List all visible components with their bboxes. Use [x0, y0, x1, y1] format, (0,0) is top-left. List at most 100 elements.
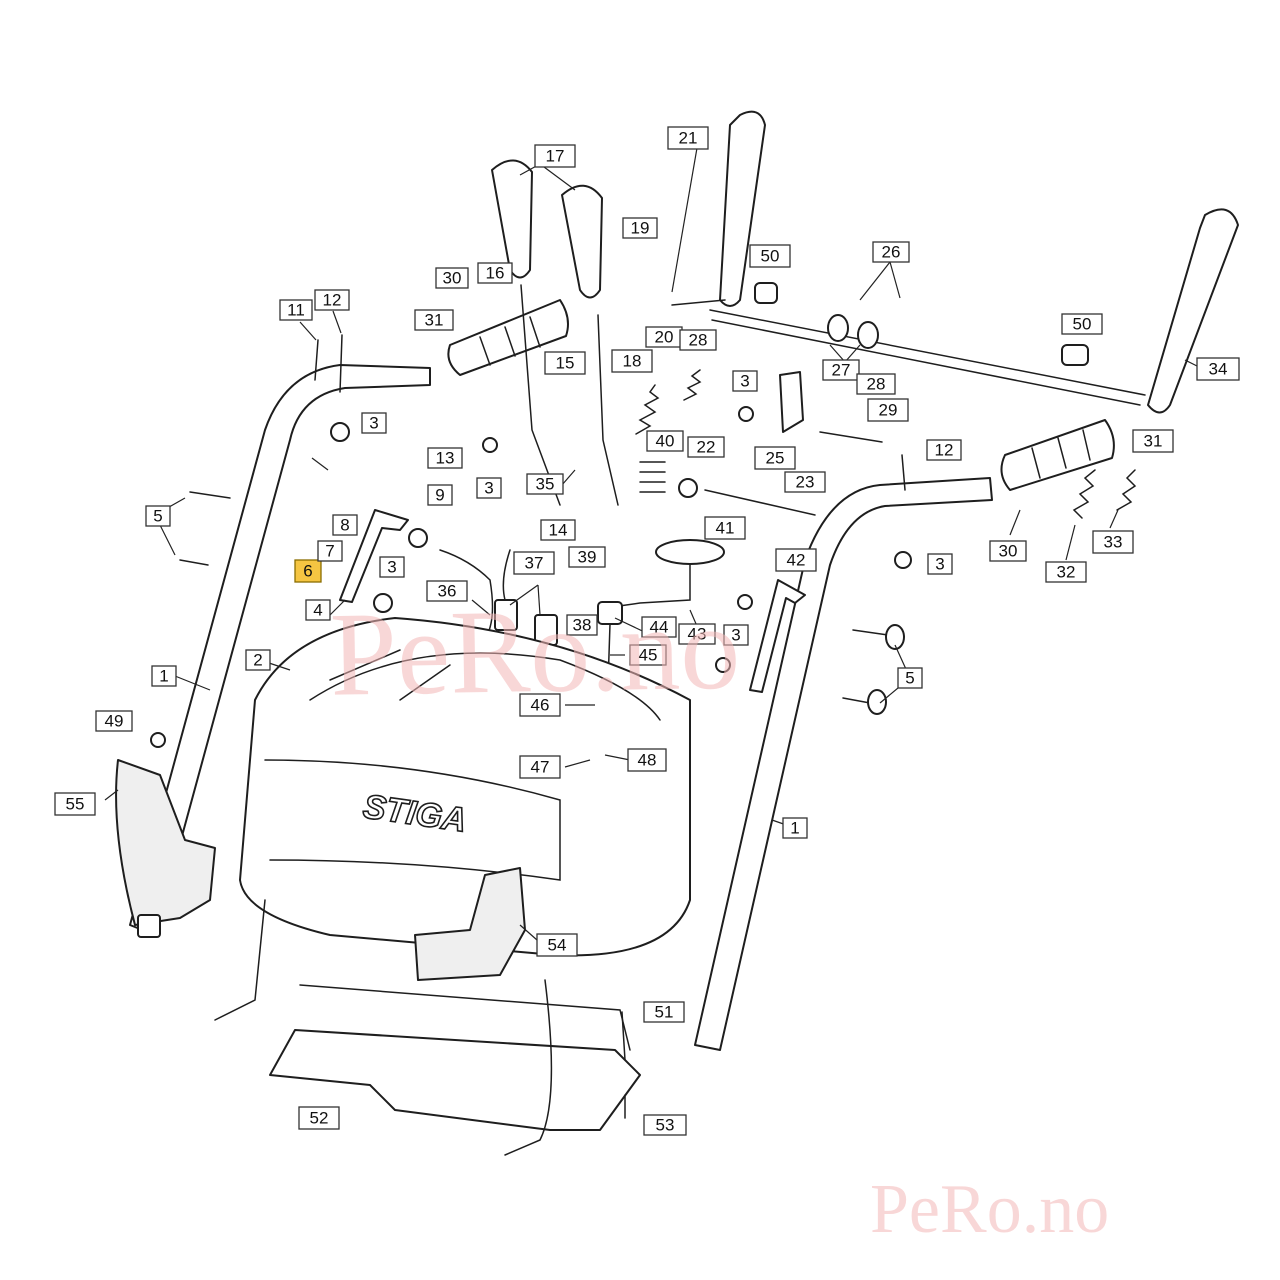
callout-54[interactable]: 54: [536, 933, 578, 957]
callout-3-b[interactable]: 3: [476, 477, 502, 499]
callout-52[interactable]: 52: [298, 1106, 340, 1130]
svg-text:39: 39: [578, 548, 597, 567]
callout-33[interactable]: 33: [1092, 530, 1134, 554]
callout-8[interactable]: 8: [332, 514, 358, 536]
callout-3-f[interactable]: 3: [723, 624, 749, 646]
callout-53[interactable]: 53: [643, 1114, 687, 1136]
svg-text:30: 30: [443, 269, 462, 288]
cable-lower: [214, 899, 553, 1156]
callout-37[interactable]: 37: [513, 551, 555, 575]
callout-40[interactable]: 40: [646, 430, 684, 452]
callout-51[interactable]: 51: [643, 1001, 685, 1023]
callout-32[interactable]: 32: [1045, 561, 1087, 583]
callout-55[interactable]: 55: [54, 792, 96, 816]
callout-49[interactable]: 49: [95, 710, 133, 732]
callout-1-right[interactable]: 1: [782, 817, 808, 839]
spring-40: [639, 461, 666, 493]
callout-28-b[interactable]: 28: [856, 373, 896, 395]
bracket-42: [749, 579, 806, 693]
callout-1-left[interactable]: 1: [151, 665, 177, 687]
svg-text:6: 6: [303, 562, 312, 581]
callout-labels: 1 1 2 3 3 3 3 3 3 4 5 5 6 7 8 9 11 12 12…: [54, 126, 1240, 1136]
callout-21[interactable]: 21: [667, 126, 709, 150]
svg-text:19: 19: [631, 219, 650, 238]
svg-text:30: 30: [999, 542, 1018, 561]
switch-1: [494, 599, 518, 631]
svg-text:22: 22: [697, 438, 716, 457]
right-control-lever: [561, 184, 619, 506]
callout-46[interactable]: 46: [519, 693, 561, 717]
callout-19[interactable]: 19: [622, 217, 658, 239]
callout-38[interactable]: 38: [566, 614, 598, 636]
callout-3-a[interactable]: 3: [361, 412, 387, 434]
svg-text:29: 29: [879, 401, 898, 420]
callout-31-right[interactable]: 31: [1132, 429, 1174, 453]
callout-12-right[interactable]: 12: [926, 439, 962, 461]
callout-44[interactable]: 44: [641, 616, 677, 638]
svg-text:5: 5: [153, 507, 162, 526]
callout-30-right[interactable]: 30: [989, 540, 1027, 562]
callout-48[interactable]: 48: [627, 748, 667, 772]
callout-16[interactable]: 16: [477, 262, 513, 284]
callout-42[interactable]: 42: [775, 548, 817, 572]
callout-2[interactable]: 2: [245, 649, 271, 671]
callout-9[interactable]: 9: [427, 484, 453, 506]
callout-20[interactable]: 20: [645, 326, 683, 348]
callout-6-highlighted[interactable]: 6: [294, 559, 322, 583]
callout-3-c[interactable]: 3: [379, 556, 405, 578]
cross-rod-2: [711, 319, 1141, 406]
callout-5-left[interactable]: 5: [145, 505, 171, 527]
watermark-corner: PeRo.no: [870, 1171, 1109, 1248]
callout-18[interactable]: 18: [611, 349, 653, 373]
callout-17[interactable]: 17: [534, 144, 576, 168]
svg-text:20: 20: [655, 328, 674, 347]
nut-3g: [737, 594, 753, 610]
svg-text:11: 11: [287, 301, 305, 320]
callout-29[interactable]: 29: [867, 398, 909, 422]
callout-31-left[interactable]: 31: [414, 309, 454, 331]
callout-35[interactable]: 35: [526, 473, 564, 495]
callout-22[interactable]: 22: [687, 436, 725, 458]
bracket-4: [339, 509, 409, 603]
svg-text:53: 53: [656, 1116, 675, 1135]
callout-28-a[interactable]: 28: [679, 329, 717, 351]
callout-13[interactable]: 13: [427, 447, 463, 469]
nut-3c: [408, 528, 428, 548]
callout-47[interactable]: 47: [519, 755, 561, 779]
callout-45[interactable]: 45: [629, 644, 667, 666]
callout-39[interactable]: 39: [568, 546, 606, 568]
callout-4[interactable]: 4: [305, 599, 331, 621]
callout-15[interactable]: 15: [544, 351, 586, 375]
callout-5-right[interactable]: 5: [897, 667, 923, 689]
nut-3e: [738, 406, 754, 422]
callout-41[interactable]: 41: [704, 516, 746, 540]
svg-text:43: 43: [688, 625, 707, 644]
callout-3-d[interactable]: 3: [732, 370, 758, 392]
callout-36[interactable]: 36: [426, 580, 468, 602]
svg-text:3: 3: [387, 558, 396, 577]
callout-26[interactable]: 26: [872, 241, 910, 263]
svg-text:33: 33: [1104, 533, 1123, 552]
callout-11[interactable]: 11: [279, 299, 313, 321]
callout-43[interactable]: 43: [678, 623, 716, 645]
callout-25[interactable]: 25: [754, 446, 796, 470]
callout-12-left[interactable]: 12: [314, 289, 350, 311]
bolt-11: [314, 339, 319, 381]
callout-3-e[interactable]: 3: [927, 553, 953, 575]
callout-7[interactable]: 7: [317, 540, 343, 562]
svg-text:17: 17: [546, 147, 565, 166]
callout-30-left[interactable]: 30: [435, 267, 469, 289]
side-cover-clip: [137, 914, 161, 938]
callout-50-right[interactable]: 50: [1061, 313, 1103, 335]
callout-27[interactable]: 27: [822, 359, 860, 381]
svg-text:41: 41: [716, 519, 735, 538]
bolt-23: [704, 489, 816, 516]
callout-50-left[interactable]: 50: [749, 244, 791, 268]
svg-text:5: 5: [905, 669, 914, 688]
callout-23[interactable]: 23: [784, 471, 826, 493]
bolt-5d: [842, 697, 871, 704]
callout-34[interactable]: 34: [1196, 357, 1240, 381]
svg-text:4: 4: [313, 601, 322, 620]
callout-14[interactable]: 14: [540, 519, 576, 541]
cover-body: STIGA: [239, 617, 691, 957]
